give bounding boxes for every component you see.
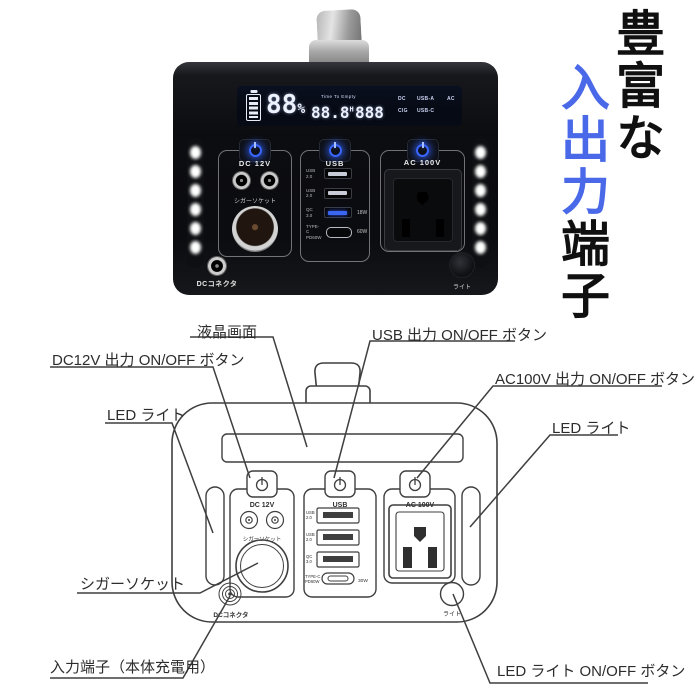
usb-a-port xyxy=(324,168,352,179)
ac-power-button xyxy=(406,139,439,162)
ac-section-label: AC 100V xyxy=(403,158,442,167)
callout-line-led-left xyxy=(105,422,214,534)
dc-jacks xyxy=(219,171,291,190)
dc-jack-1 xyxy=(231,171,251,190)
type-c-port xyxy=(326,226,352,238)
diagram-cigarette-socket xyxy=(235,539,289,593)
battery-percent: 88% xyxy=(266,90,306,120)
hours-value: 88.8H xyxy=(311,103,354,122)
diagram-usb-label: USB xyxy=(333,502,348,509)
indicator-usb-c: USB-C xyxy=(417,108,435,114)
cig-socket-label: シガーソケット xyxy=(233,199,276,205)
diagram-ac-section xyxy=(383,488,456,584)
diagram-outlet-slot-right xyxy=(428,547,437,568)
diagram-outlet-slot-left xyxy=(403,547,412,568)
power-icon xyxy=(248,144,262,157)
indicator-usb-a: USB-A xyxy=(417,96,435,102)
diagram-dc-connector-label: DCコネクタ xyxy=(213,610,248,619)
time-to-empty-label: Time To Empty xyxy=(321,94,356,99)
diagram-ac-outlet xyxy=(388,504,452,579)
dc-jack-2 xyxy=(259,171,279,190)
callout-light-button: LED ライト ON/OFF ボタン xyxy=(497,663,686,680)
callout-line-usb-button xyxy=(333,340,515,479)
headline-line2: 入出力端子 xyxy=(554,62,608,322)
callout-led-left: LED ライト xyxy=(107,407,186,424)
led-strip-left xyxy=(187,138,204,268)
power-icon xyxy=(416,144,429,157)
diagram-light-label: ライト xyxy=(443,611,461,618)
diagram-power-icons xyxy=(255,477,422,492)
diagram-body-outline xyxy=(171,402,498,623)
callout-lcd: 液晶画面 xyxy=(197,324,258,341)
diagram-dc-connector xyxy=(218,582,242,606)
headline-line1: 豊富な xyxy=(609,8,663,164)
dc-output-section: DC 12V シガーソケット xyxy=(218,139,292,257)
usb-a-port xyxy=(324,187,352,199)
headline-rest: 端子 xyxy=(554,218,608,322)
qc-port xyxy=(324,207,352,218)
diagram-dc-section xyxy=(229,488,295,598)
callout-usb-button: USB 出力 ON/OFF ボタン xyxy=(372,327,548,344)
cigarette-socket xyxy=(232,206,278,252)
ac-outlet-slot-left xyxy=(401,219,410,237)
diagram-light-button xyxy=(439,581,465,607)
lcd-indicators: DC USB-A AC CIG USB-C xyxy=(398,96,459,114)
dc-power-button xyxy=(239,139,271,162)
diagram-dc-power-button xyxy=(246,470,278,498)
ac-outlet xyxy=(383,169,462,251)
diagram-typec-watt: 30W xyxy=(358,578,368,584)
diagram-dc-label: DC 12V xyxy=(250,502,275,509)
callout-line-led-right xyxy=(469,434,618,528)
power-station-front-panel: 88% Time To Empty 88.8H 888 DC USB-A AC … xyxy=(173,62,498,295)
diagram-outlet-ground-hole xyxy=(414,527,426,542)
callout-ac-button: AC100V 出力 ON/OFF ボタン xyxy=(495,371,696,388)
callout-dc-button: DC12V 出力 ON/OFF ボタン xyxy=(52,352,245,369)
indicator-dc: DC xyxy=(398,96,406,102)
diagram-dc-jacks xyxy=(239,510,285,530)
ac-outlet-slot-right xyxy=(435,219,444,237)
diagram-lcd xyxy=(221,433,464,463)
dc-input-connector xyxy=(207,256,227,276)
lcd-display: 88% Time To Empty 88.8H 888 DC USB-A AC … xyxy=(237,86,462,126)
light-button xyxy=(449,252,475,278)
usb-section-label: USB xyxy=(325,159,345,168)
light-button-label: ライト xyxy=(452,285,471,291)
diagram-usb-section xyxy=(303,488,377,598)
diagram-led-strip-right xyxy=(461,486,481,586)
diagram-knob-base xyxy=(305,385,371,411)
ac-output-section: AC 100V xyxy=(380,139,465,252)
ac-outlet-ground-hole xyxy=(416,192,429,205)
led-strip-right xyxy=(472,138,489,268)
dc-connector-label: DCコネクタ xyxy=(196,281,238,288)
battery-icon xyxy=(246,94,261,121)
diagram-ac-power-button xyxy=(399,470,431,498)
callout-input-terminal: 入力端子（本体充電用） xyxy=(50,659,216,676)
indicator-cig: CIG xyxy=(398,108,408,114)
diagram-led-strip-left xyxy=(205,486,225,586)
callout-led-right: LED ライト xyxy=(552,420,631,437)
diagram-cig-label: シガーソケット xyxy=(243,535,282,543)
usb-power-button xyxy=(319,139,351,162)
headline-accent: 入出力 xyxy=(554,62,608,218)
diagram-usb-ports xyxy=(316,507,360,585)
diagram-knob-cap xyxy=(314,362,361,394)
power-icon xyxy=(328,144,342,157)
dc-section-label: DC 12V xyxy=(238,159,272,168)
diagram-type-c-port xyxy=(321,572,355,585)
sub-value: 888 xyxy=(355,103,384,122)
diagram-ac-label: AC 100V xyxy=(406,502,435,509)
callout-cig: シガーソケット xyxy=(80,576,186,593)
indicator-ac: AC xyxy=(447,96,455,102)
diagram-usb-power-button xyxy=(324,470,356,498)
